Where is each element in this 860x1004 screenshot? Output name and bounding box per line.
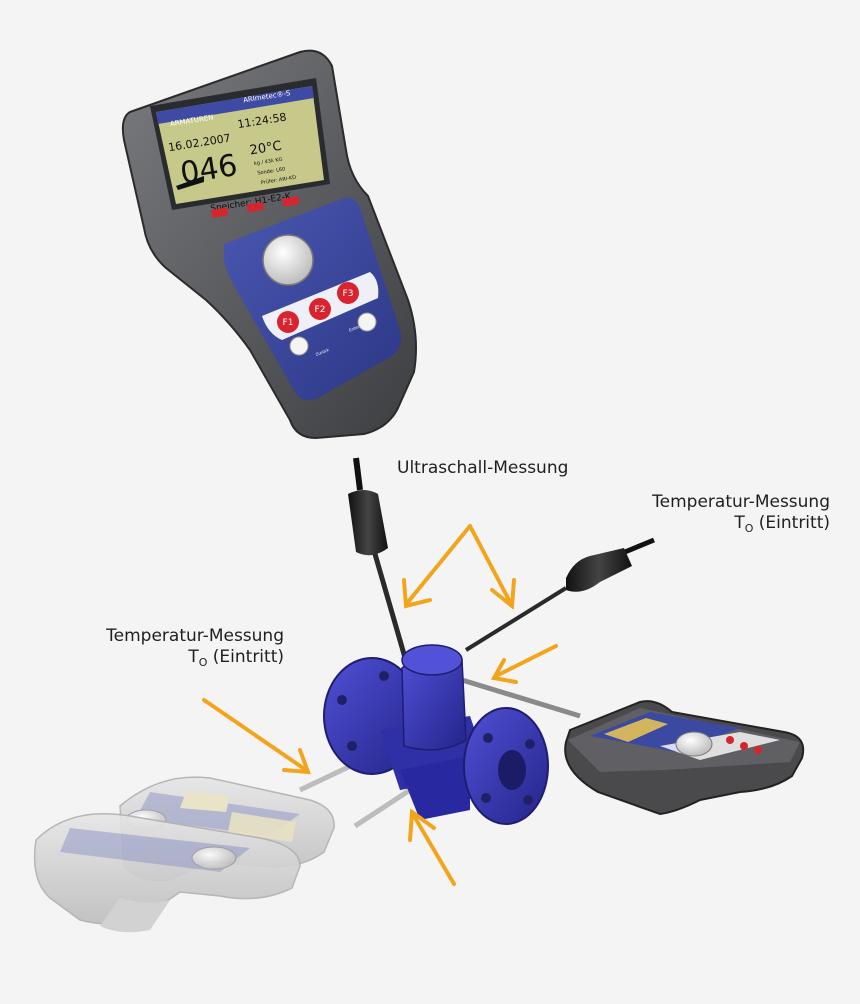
temperature-label-left-line1: Temperatur-Messung xyxy=(106,626,284,646)
right-temperature-probe xyxy=(464,537,655,652)
f2-key[interactable]: F2 xyxy=(309,298,331,320)
ultrasound-label-text: Ultraschall-Messung xyxy=(397,458,569,478)
flow-arrows xyxy=(202,524,558,886)
temperature-label-right-line1: Temperatur-Messung xyxy=(652,492,830,512)
soft-key-f2[interactable] xyxy=(246,201,264,213)
signal-wedge-icon xyxy=(176,176,204,190)
screen-info-3: Prüfer: ARI-KD xyxy=(261,175,297,187)
temperature-label-right-rest: (Eintritt) xyxy=(753,513,830,534)
back-button-label: Zurück xyxy=(315,347,330,357)
screen-info-2: Sonde: L60 xyxy=(257,166,286,176)
temperature-label-left-line2: TO (Eintritt) xyxy=(106,647,284,670)
f1-key-label: F1 xyxy=(283,318,294,328)
temperature-label-left-rest: (Eintritt) xyxy=(207,647,284,668)
temperature-label-right-sub: O xyxy=(744,522,754,536)
cable-right xyxy=(461,677,581,719)
cable-left-lower xyxy=(353,787,412,829)
temperature-label-left-sub: O xyxy=(198,656,208,670)
ultrasound-probe xyxy=(348,457,411,669)
arrow-icon-ultrasound-right xyxy=(468,524,516,610)
enter-button-label: Enter xyxy=(348,324,360,333)
back-button[interactable] xyxy=(289,336,309,356)
arrow-icon-temperature-right xyxy=(490,644,558,684)
temperature-label-right: Temperatur-Messung TO (Eintritt) xyxy=(652,492,830,535)
f1-key[interactable]: F1 xyxy=(277,311,299,333)
receiver-device-right xyxy=(564,700,805,816)
arrow-icon-temperature-left xyxy=(202,698,311,775)
arrow-icon-bottom xyxy=(408,808,456,886)
steam-trap-valve xyxy=(323,644,549,825)
temperature-label-left-t: T xyxy=(188,647,199,668)
soft-key-f1[interactable] xyxy=(211,207,229,218)
f3-key-label: F3 xyxy=(343,289,354,299)
screen-header-bar xyxy=(156,86,314,124)
arrow-icon-ultrasound-left xyxy=(402,524,472,609)
rotary-knob[interactable] xyxy=(262,234,314,286)
temperature-label-right-t: T xyxy=(734,513,745,534)
soft-key-f3[interactable] xyxy=(282,196,300,207)
f3-key[interactable]: F3 xyxy=(337,282,359,304)
temperature-label-right-line2: TO (Eintritt) xyxy=(652,513,830,536)
enter-button[interactable] xyxy=(357,312,377,332)
temperature-label-left: Temperatur-Messung TO (Eintritt) xyxy=(106,626,284,669)
f2-key-label: F2 xyxy=(315,305,326,315)
screen-info-1: kg / 43k KG xyxy=(253,157,283,167)
ultrasound-label: Ultraschall-Messung xyxy=(397,458,568,479)
screen-temperature: 20°C xyxy=(249,139,283,159)
receiver-device-ghost-lower xyxy=(33,812,301,933)
handheld-device: ARMATUREN ARImetec®-S 16.02.2007 11:24:5… xyxy=(121,49,417,440)
